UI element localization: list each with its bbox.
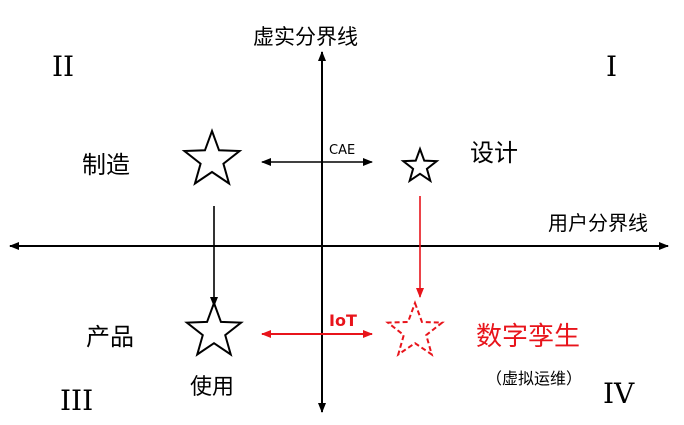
digital-twin-label: 数字孪生 [476,322,581,352]
star-digital-twin [385,300,445,357]
iot-label: IoT [329,311,357,330]
star-product [184,300,244,357]
product-label: 产品 [86,323,134,351]
virtual-ops-label: （虚拟运维） [486,369,583,388]
star-design [400,146,440,184]
quadrant-label-ii: II [52,50,75,83]
horizontal-axis-label: 用户分界线 [548,211,648,235]
star-manufacturing [181,128,243,186]
design-label: 设计 [470,139,518,167]
cae-label: CAE [329,143,356,158]
vertical-axis-label: 虚实分界线 [253,25,358,49]
manufacturing-label: 制造 [82,151,130,179]
usage-label: 使用 [190,375,235,400]
quadrant-label-iii: III [60,384,94,417]
quadrant-label-i: I [606,50,618,83]
quadrant-label-iv: IV [603,377,635,410]
